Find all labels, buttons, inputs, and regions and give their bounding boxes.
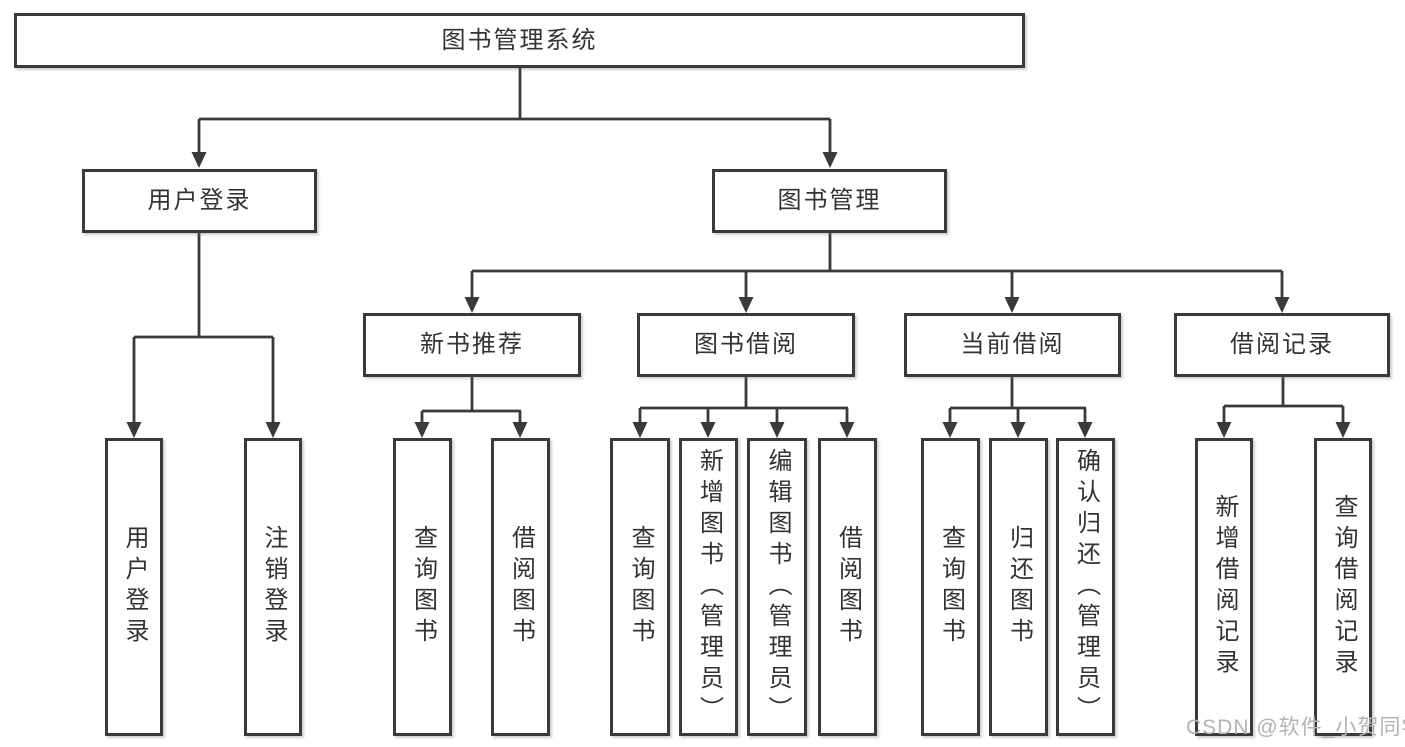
leaf-query-book-current: 查询图书 [921,438,980,736]
leaf-user-login: 用户登录 [105,438,163,736]
connector-arrowheads [126,152,1351,438]
node-book-borrowing: 图书借阅 [637,313,855,377]
node-label: 查询借阅记录 [1330,494,1357,680]
node-label: 新增借阅记录 [1211,494,1238,680]
connector-lines [132,68,1345,423]
node-label: 编辑图书（管理员） [764,447,791,727]
leaf-query-book-recommend: 查询图书 [393,438,452,736]
leaf-return-book: 归还图书 [989,438,1048,736]
leaf-query-book-borrowing: 查询图书 [610,438,670,736]
node-label: 注销登录 [260,525,287,649]
node-label: 新增图书（管理员） [695,447,723,727]
node-label: 确认归还（管理员） [1072,447,1100,727]
leaf-confirm-return-admin: 确认归还（管理员） [1056,438,1115,736]
node-label: 查询图书 [627,525,654,649]
node-label: 图书管理 [777,187,882,214]
node-label: 归还图书 [1005,525,1033,649]
leaf-logout: 注销登录 [244,438,302,736]
node-label: 用户登录 [121,525,148,649]
node-label: 图书管理系统 [441,26,598,54]
leaf-query-borrow-record: 查询借阅记录 [1314,438,1372,736]
leaf-borrow-book-recommend: 借阅图书 [491,438,550,736]
node-borrowing-records: 借阅记录 [1174,313,1390,377]
node-label: 借阅图书 [834,525,862,649]
node-label: 借阅记录 [1230,331,1334,358]
node-label: 查询图书 [409,525,437,649]
leaf-edit-book-admin: 编辑图书（管理员） [747,438,807,736]
node-book-management: 图书管理 [712,169,947,233]
leaf-add-borrow-record: 新增借阅记录 [1195,438,1253,736]
node-label: 查询图书 [937,525,965,649]
csdn-watermark: CSDN @软件_小贺同学 [1186,716,1405,739]
node-new-book-recommend: 新书推荐 [363,313,581,377]
leaf-add-book-admin: 新增图书（管理员） [679,438,738,736]
node-label: 用户登录 [147,187,252,214]
leaf-borrow-book: 借阅图书 [818,438,877,736]
node-label: 图书借阅 [694,331,798,358]
node-label: 当前借阅 [960,331,1065,358]
node-user-login: 用户登录 [82,169,317,233]
node-current-borrowing: 当前借阅 [904,313,1121,377]
node-label: 新书推荐 [420,331,524,358]
node-label: 借阅图书 [507,525,535,649]
node-root-library-management-system: 图书管理系统 [14,13,1025,68]
